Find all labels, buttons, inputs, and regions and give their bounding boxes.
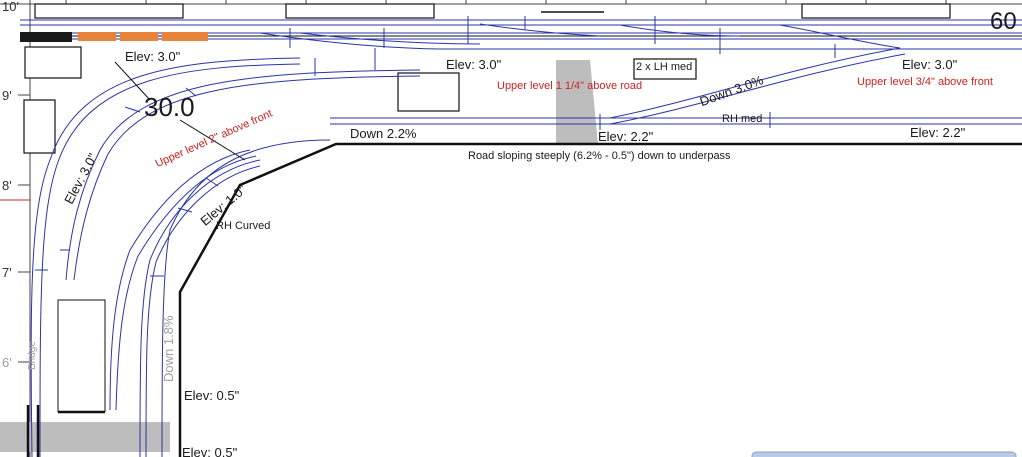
structures	[23, 3, 951, 154]
building-left-1	[24, 46, 82, 79]
road-note: Road sloping steeply (6.2% - 0.5") down …	[468, 150, 731, 162]
turnout-label-box	[633, 58, 697, 80]
radius-pointer-2	[179, 119, 246, 161]
ruler-label-10ft: 10'	[2, 0, 19, 14]
building-top-mid	[285, 3, 435, 19]
turnout-label: RH Curved	[216, 220, 271, 232]
train-car-2	[120, 32, 158, 41]
building-mid	[397, 72, 460, 112]
faint-vertical-label: Bridge	[27, 341, 38, 370]
locomotive	[20, 32, 72, 42]
track-lines	[20, 19, 1022, 457]
turnout-label: 2 x LH med	[636, 61, 693, 73]
building-left-2	[23, 99, 56, 154]
elev-label: Elev: 0.5"	[182, 445, 238, 457]
elev-label: Elev: 2.2"	[910, 125, 966, 140]
ruler-label-8ft: 8'	[2, 178, 12, 193]
ruler-label-60: 60	[990, 8, 1017, 35]
ruler-label-7ft: 7'	[2, 265, 12, 280]
ruler-label-9ft: 9'	[2, 88, 12, 103]
grade-label: Down 2.2%	[350, 126, 417, 141]
elev-label: Elev: 3.0"	[125, 49, 181, 64]
elev-label: Elev: 3.0"	[902, 57, 958, 72]
train-car-1	[78, 32, 116, 41]
building-top-left	[34, 3, 184, 19]
curve-radius-label: 30.0	[144, 92, 195, 122]
road-surfaces	[0, 60, 598, 452]
grade-label-vertical: Down 1.8%	[161, 315, 176, 382]
radius-pointer	[114, 61, 151, 101]
elev-label: Elev: 3.0"	[446, 57, 502, 72]
road-bottom	[0, 422, 170, 452]
ruler-label-6ft: 6'	[2, 355, 12, 370]
elev-label: Elev: 0.5"	[184, 388, 240, 403]
upper-level-note: Upper level 3/4" above front	[857, 76, 993, 88]
upper-level-note: Upper level 1 1/4" above road	[497, 80, 643, 92]
building-top-right	[801, 3, 951, 19]
elev-label: Elev: 2.2"	[598, 129, 654, 144]
train-car-3	[162, 32, 208, 41]
left-ruler-ticks	[18, 94, 30, 363]
benchwork-edge	[26, 142, 1022, 457]
train	[20, 32, 246, 161]
track-ticks	[35, 16, 836, 277]
ruler-ticks	[65, 0, 947, 4]
scrollbar-thumb[interactable]	[751, 451, 1017, 457]
turnout-label: RH med	[722, 113, 763, 125]
road-underpass	[556, 60, 598, 144]
